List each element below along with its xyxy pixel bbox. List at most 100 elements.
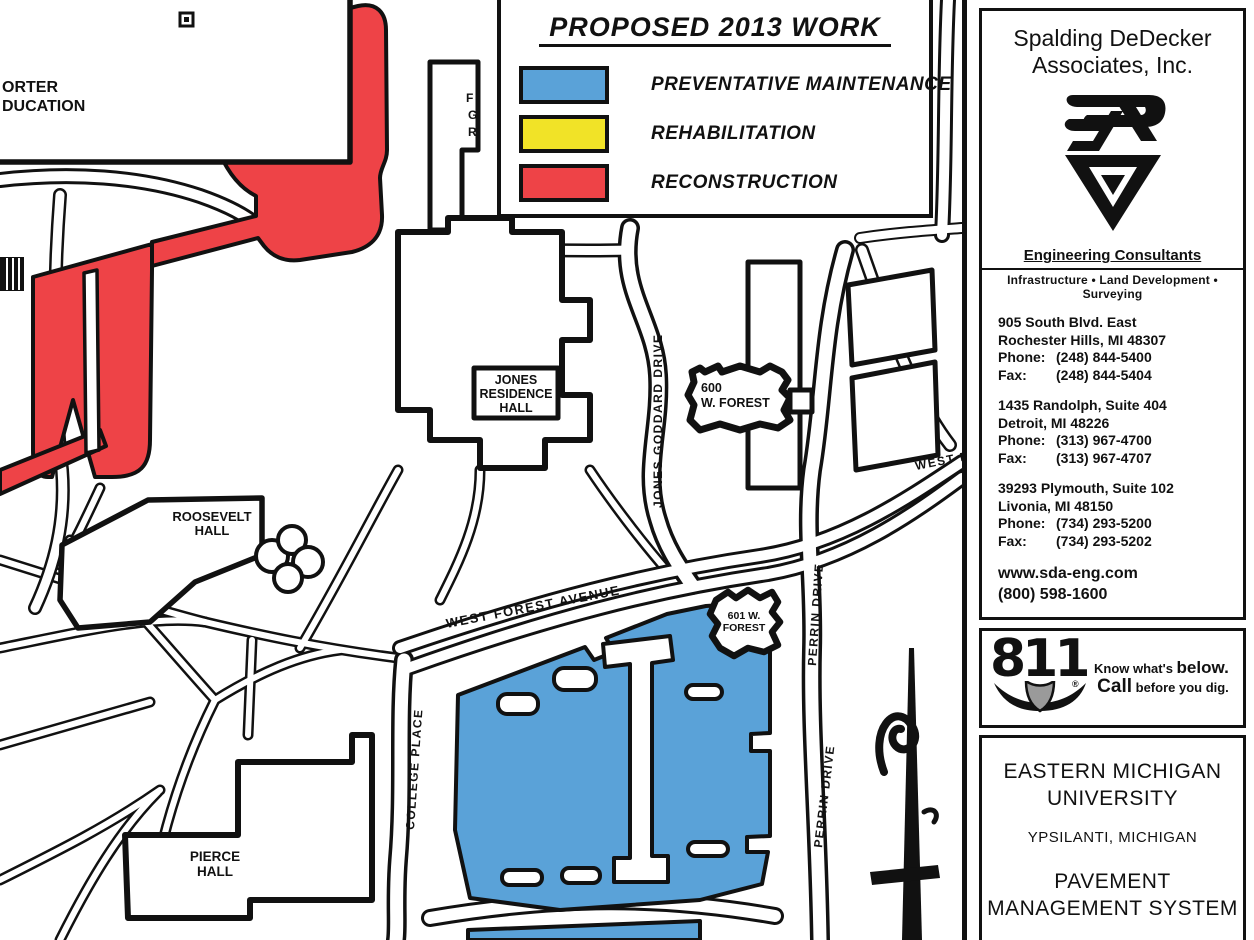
project-title-line2: MANAGEMENT SYSTEM [987, 896, 1238, 920]
phone-value: (734) 293-5200 [1056, 515, 1152, 532]
reconstruction-entrance-road [0, 428, 108, 496]
fax-value: (313) 967-4707 [1056, 449, 1152, 466]
title-block-sidebar: Spalding DeDecker Associates, Inc. Engin… [962, 0, 1254, 940]
porter-label: ORTER [2, 79, 58, 96]
fax-label: Fax: [998, 449, 1027, 466]
blue-lot-south-strip [466, 919, 702, 940]
roosevelt-hall-building [57, 495, 265, 631]
600-w-forest-label: 600 [701, 381, 722, 395]
jones-label: HALL [499, 401, 533, 415]
legend-row-preventative: PREVENTATIVE MAINTENANCE [519, 66, 952, 104]
address-line: 39293 Plymouth, Suite 102 [998, 480, 1174, 497]
address-line: Livonia, MI 48150 [998, 497, 1114, 514]
call-811-number: 811 [990, 629, 1091, 689]
building [787, 387, 815, 415]
company-contact: www.sda-eng.com (800) 598-1600 [998, 564, 1243, 606]
slogan-text: Know what's [1094, 660, 1177, 676]
roosevelt-label: HALL [195, 523, 230, 538]
slogan-text: below. [1176, 657, 1229, 677]
shovel-icon [994, 681, 1086, 713]
pierce-label: HALL [197, 864, 233, 879]
lot-island [552, 666, 598, 692]
call-811-slogan: Know what's below. Call before you dig. [1094, 657, 1229, 698]
office-address: 905 South Blvd. East Rochester Hills, MI… [998, 314, 1243, 384]
fax-value: (248) 844-5404 [1056, 366, 1152, 383]
legend-label: REHABILITATION [651, 123, 816, 144]
pierce-label: PIERCE [190, 849, 240, 864]
building [845, 267, 938, 368]
jones-label: RESIDENCE [480, 387, 553, 401]
sda-logo [1064, 95, 1165, 232]
fax-label: Fax: [998, 366, 1027, 383]
lot-island-strip [82, 268, 101, 455]
legend-row-reconstruction: RECONSTRUCTION [519, 164, 837, 202]
call-811-box: 811 ® Know what's below. Call before you… [979, 628, 1246, 728]
slogan-text: before you dig. [1132, 680, 1229, 696]
jones-label: JONES [495, 373, 537, 387]
phone-value: (313) 967-4700 [1056, 432, 1152, 449]
monument-sculpture [870, 648, 940, 940]
company-name-line2: Associates, Inc. [1031, 52, 1194, 79]
project-title-line1: PAVEMENT [1054, 869, 1171, 893]
company-box: Spalding DeDecker Associates, Inc. Engin… [979, 8, 1246, 620]
company-name-line1: Spalding DeDecker [1013, 25, 1212, 51]
601-w-forest-building [706, 586, 784, 660]
phone-label: Phone: [998, 432, 1046, 449]
roosevelt-label: ROOSEVELT [172, 509, 251, 524]
preventative-maintenance-areas [453, 600, 772, 940]
legend-swatch-yellow [519, 115, 609, 153]
porter-education-building [0, 0, 353, 165]
partial-label: R [468, 125, 477, 139]
buildings [0, 0, 941, 921]
company-tollfree: (800) 598-1600 [998, 586, 1108, 604]
legend-row-rehabilitation: REHABILITATION [519, 115, 816, 153]
fax-value: (734) 293-5202 [1056, 532, 1152, 549]
legend-title-wrap: PROPOSED 2013 WORK [501, 12, 929, 47]
company-name: Spalding DeDecker Associates, Inc. [982, 25, 1243, 79]
project-title: PAVEMENT MANAGEMENT SYSTEM [982, 868, 1243, 923]
phone-value: (248) 844-5400 [1056, 349, 1152, 366]
client-name-line1: EASTERN MICHIGAN [1003, 760, 1222, 783]
map-markers [0, 11, 940, 940]
client-name: EASTERN MICHIGAN UNIVERSITY [982, 758, 1243, 813]
lot-island [686, 840, 730, 858]
building [849, 359, 941, 473]
legend-title: PROPOSED 2013 WORK [539, 12, 891, 47]
phone-label: Phone: [998, 349, 1046, 366]
jones-goddard-drive-label: JONES GODDARD DRIVE [651, 333, 665, 508]
legend-label: PREVENTATIVE MAINTENANCE [651, 74, 952, 95]
project-box: EASTERN MICHIGAN UNIVERSITY YPSILANTI, M… [979, 735, 1246, 940]
jones-label-panel [471, 365, 561, 421]
address-line: Detroit, MI 48226 [998, 414, 1110, 431]
company-website: www.sda-eng.com [998, 565, 1138, 583]
lot-island [560, 866, 602, 885]
partial-label: F [466, 91, 473, 105]
office-address: 39293 Plymouth, Suite 102 Livonia, MI 48… [998, 480, 1243, 550]
divider [982, 268, 1243, 271]
legend-swatch-blue [519, 66, 609, 104]
phone-label: Phone: [998, 515, 1046, 532]
lot-island-ibeam [601, 634, 675, 884]
601-w-forest-label: FOREST [723, 622, 766, 634]
client-name-line2: UNIVERSITY [1046, 787, 1179, 811]
legend-swatch-red [519, 164, 609, 202]
registered-mark: ® [1072, 679, 1079, 689]
lot-island [684, 683, 724, 701]
600-w-forest-building [684, 362, 794, 434]
pierce-hall-building [122, 732, 375, 921]
project-location: YPSILANTI, MICHIGAN [1027, 828, 1198, 846]
lot-island [496, 692, 540, 716]
company-tagline: Engineering Consultants [1023, 247, 1202, 265]
office-address: 1435 Randolph, Suite 404 Detroit, MI 482… [998, 397, 1243, 467]
lot-island [500, 868, 544, 887]
legend-box: PROPOSED 2013 WORK PREVENTATIVE MAINTENA… [497, 0, 951, 218]
fax-label: Fax: [998, 532, 1027, 549]
blue-lot-main [453, 600, 772, 912]
plaza-clover [254, 524, 325, 594]
company-services: Infrastructure • Land Development • Surv… [1007, 273, 1218, 302]
call-811-logo: 811 ® [988, 629, 1092, 719]
slogan-text: Call [1097, 676, 1133, 698]
partial-label: G [468, 108, 477, 122]
address-line: Rochester Hills, MI 48307 [998, 331, 1167, 348]
